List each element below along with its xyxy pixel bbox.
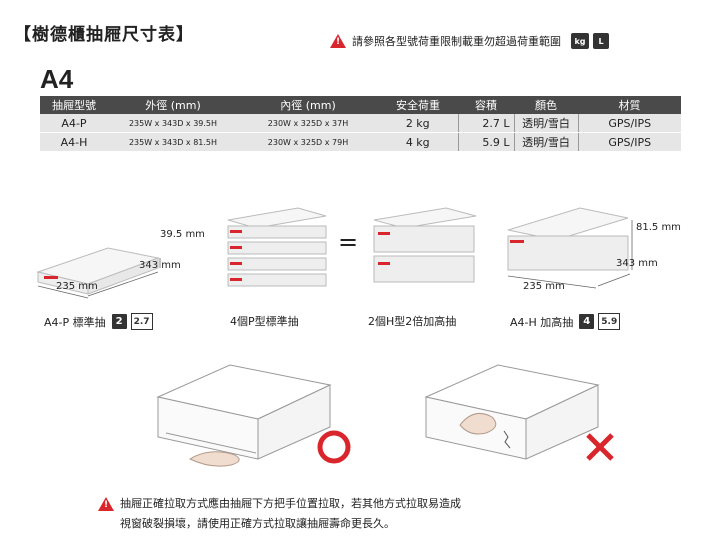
drawer-diagram <box>36 207 633 299</box>
weight-icon: 2 <box>111 314 127 329</box>
col-model: 抽屜型號 <box>40 96 108 114</box>
spec-table: 抽屜型號 外徑 (mm) 內徑 (mm) 安全荷重 容積 顏色 材質 A4-P … <box>40 96 681 152</box>
notice-line-1: 抽屜正確拉取方式應由抽屜下方把手位置拉取，若其他方式拉取易造成 <box>120 497 461 510</box>
cell-load: 4 kg <box>378 132 459 152</box>
page-title: 【樹德櫃抽屜尺寸表】 <box>14 25 194 45</box>
notice-text: 抽屜正確拉取方式應由抽屜下方把手位置拉取，若其他方式拉取易造成 視窗破裂損壞，請… <box>120 494 461 534</box>
correct-pull-illustration <box>156 364 332 467</box>
wrong-pull-illustration <box>424 364 600 460</box>
correct-mark-icon <box>317 430 351 464</box>
hh-label: 2個H型2倍加高抽 <box>368 315 457 328</box>
h-depth-dim: 343 mm <box>616 258 658 269</box>
cell-outer: 235W x 343D x 81.5H <box>108 132 238 152</box>
table-row: A4-H 235W x 343D x 81.5H 230W x 325D x 7… <box>40 132 681 152</box>
table-row: A4-P 235W x 343D x 39.5H 230W x 325D x 3… <box>40 114 681 133</box>
h-height-dim: 81.5 mm <box>636 222 681 233</box>
stack-illustration <box>227 207 327 287</box>
table-header-row: 抽屜型號 外徑 (mm) 內徑 (mm) 安全荷重 容積 顏色 材質 <box>40 96 681 114</box>
warning-icon: ! <box>98 497 114 511</box>
cell-color: 透明/雪白 <box>514 132 579 152</box>
hh-illustration <box>373 207 477 283</box>
usage-diagram <box>156 364 614 467</box>
cell-model: A4-P <box>40 114 108 133</box>
p-dimension-lines <box>37 258 161 299</box>
load-warning: ! 請參照各型號荷重限制載重勿超過荷重範圍 kg L <box>330 33 609 49</box>
cell-inner: 230W x 325D x 37H <box>238 114 378 133</box>
col-inner: 內徑 (mm) <box>238 96 378 114</box>
warning-icon: ! <box>330 34 346 48</box>
p-caption: A4-P 標準抽 2 2.7 <box>44 313 153 330</box>
col-outer: 外徑 (mm) <box>108 96 238 114</box>
load-warning-text: 請參照各型號荷重限制載重勿超過荷重範圍 <box>352 35 561 48</box>
wrong-mark-icon <box>586 433 614 461</box>
cell-material: GPS/IPS <box>578 132 681 152</box>
col-material: 材質 <box>578 96 681 114</box>
notice-line-2: 視窗破裂損壞，請使用正確方式拉取讓抽屜壽命更長久。 <box>120 517 395 530</box>
cell-outer: 235W x 343D x 39.5H <box>108 114 238 133</box>
h-width-dim: 235 mm <box>523 281 565 292</box>
weight-kg-icon: kg <box>571 33 589 49</box>
col-volume: 容積 <box>458 96 514 114</box>
p-height-dim: 39.5 mm <box>160 229 205 240</box>
volume-icon: 2.7 <box>130 313 153 330</box>
model-heading: A4 <box>40 64 74 94</box>
p-drawer-illustration <box>36 247 160 295</box>
weight-icon: 4 <box>579 314 595 329</box>
cell-material: GPS/IPS <box>578 114 681 133</box>
usage-notice: ! 抽屜正確拉取方式應由抽屜下方把手位置拉取，若其他方式拉取易造成 視窗破裂損壞… <box>98 494 461 534</box>
p-width-dim: 235 mm <box>56 281 98 292</box>
cell-color: 透明/雪白 <box>514 114 579 133</box>
cell-model: A4-H <box>40 132 108 152</box>
cell-volume: 2.7 L <box>458 114 515 133</box>
p-label: A4-P 標準抽 <box>44 315 106 329</box>
h-caption: A4-H 加高抽 4 5.9 <box>510 313 621 330</box>
h-drawer-illustration <box>507 207 629 271</box>
h-dimension-lines <box>507 220 633 289</box>
stack-label: 4個P型標準抽 <box>230 315 299 328</box>
cell-load: 2 kg <box>378 114 459 133</box>
equals-sign: = <box>338 228 359 256</box>
p-depth-dim: 343 mm <box>139 260 181 271</box>
col-load: 安全荷重 <box>378 96 458 114</box>
col-color: 顏色 <box>514 96 578 114</box>
volume-icon: 5.9 <box>598 313 621 330</box>
cell-inner: 230W x 325D x 79H <box>238 132 378 152</box>
volume-l-icon: L <box>593 33 609 49</box>
h-label: A4-H 加高抽 <box>510 315 574 329</box>
cell-volume: 5.9 L <box>458 132 515 152</box>
